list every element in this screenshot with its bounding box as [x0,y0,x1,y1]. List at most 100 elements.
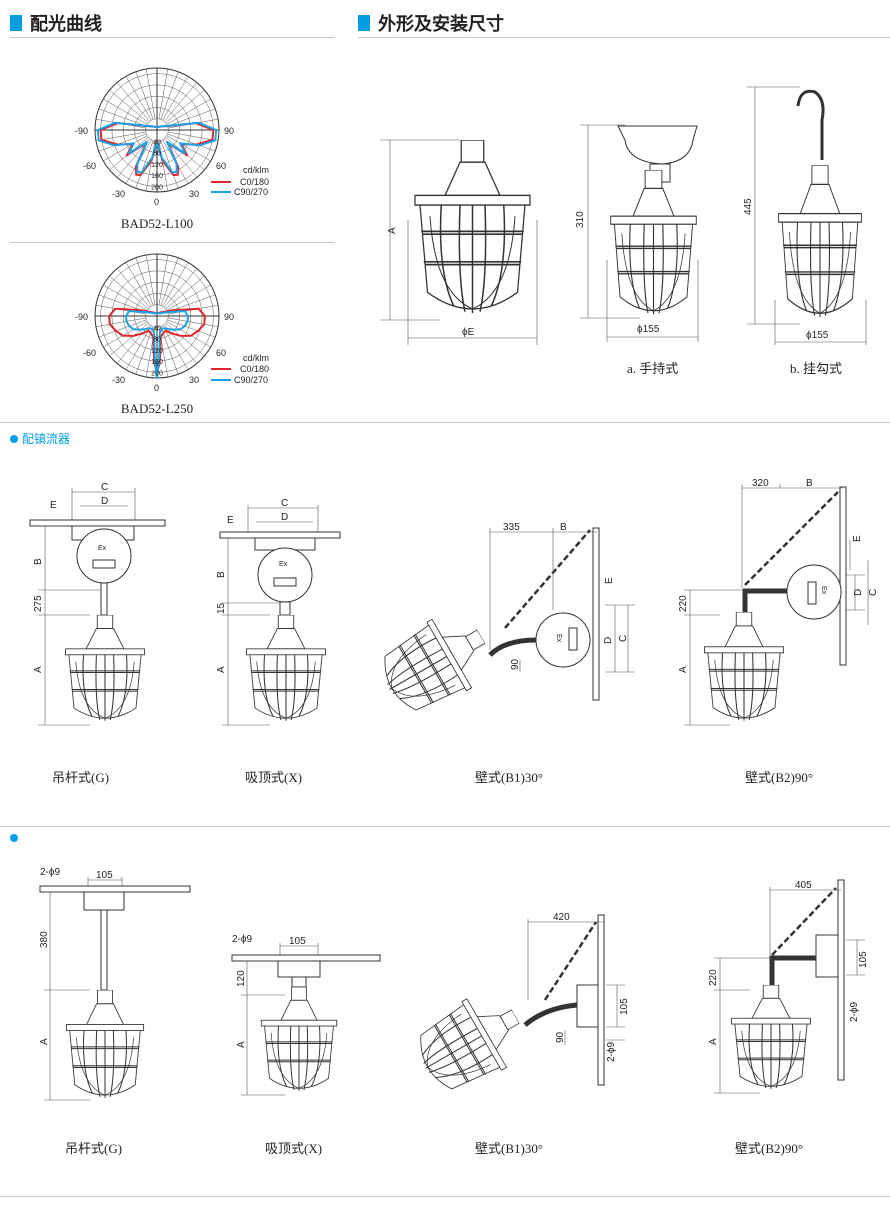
polar-spoke [160,140,179,189]
angle-label: 60 [216,348,226,358]
plain-ceiling-x: 2-ϕ9 105 120 A 吸顶式(X) [231,934,381,1156]
polar-spoke [145,141,156,192]
divider [0,826,890,827]
polar-spoke [145,254,156,305]
dim-a: A [387,227,398,234]
polar-spoke [158,141,169,192]
bullet-icon [10,834,18,842]
dim-c: C [868,589,879,596]
angle-label: 60 [216,161,226,171]
polar-spoke [162,76,189,121]
angle-label: 90 [224,126,234,136]
ex-mark: Ex [98,545,107,552]
bullet-icon [10,434,18,443]
angle-label: -60 [83,161,96,171]
series-curve-C90-270 [96,121,218,174]
ring-label: 40 [153,139,161,146]
polar-labels-1: -90 90 -60 60 -30 30 0 cd/klm C0/180 C90… [75,126,269,231]
polar-labels-2: -90 90 -60 60 -30 30 0 cd/klm C0/180 C90… [75,312,269,416]
ring-label: 200 [151,184,163,191]
angle-label: 0 [154,383,159,393]
dim-155: ϕ155 [806,330,829,341]
polar-spoke [103,321,148,348]
legend-label: C0/180 [240,177,269,187]
polar-spoke [116,82,150,122]
angle-label: 90 [224,312,234,322]
dim-105: 105 [289,936,306,947]
header-title: 外形及安装尺寸 [378,14,504,35]
dim-b: B [33,558,44,565]
header-light-curve: 配光曲线 [10,10,102,36]
series-curve-C90-270 [125,310,189,379]
polar-spoke [135,326,154,375]
polar-spoke [103,284,148,311]
header-marker-icon [358,15,370,31]
polar-spoke [168,317,219,328]
dim-120: 120 [236,970,247,987]
polar-spoke [158,254,169,305]
dim-c: C [101,482,108,493]
plain-wall-b2: 405 105 2-ϕ9 220 A 壁式(B2)90° [708,879,869,1156]
polar-spoke [103,135,148,162]
polar-spoke [125,262,152,307]
ballast-pendant-g: Ex C D E B 275 A 吊杆式(G) [29,482,166,785]
dim-d: D [101,496,108,507]
dim-310: 310 [575,211,586,228]
polar-spoke [145,68,156,119]
ex-mark: Ex [555,634,562,643]
dim-a: A [678,666,689,673]
outline-main-lamp: A ϕE [380,139,538,345]
dim-405: 405 [795,880,812,891]
ballast-section-title: 配镇流器 [10,430,70,447]
ex-mark: Ex [279,561,288,568]
dim-e: E [604,577,615,584]
dim-a: A [39,1038,50,1045]
polar-spoke [164,324,198,364]
dim-d: D [281,512,288,523]
dim-e: E [852,535,863,542]
dim-e: E [50,500,57,511]
polar-spoke [116,268,150,308]
angle-label: -60 [83,348,96,358]
polar-spoke [160,257,179,306]
caption: 壁式(B2)90° [735,1141,803,1156]
divider [0,1196,890,1197]
dim-b: B [560,522,567,533]
legend-label: C90/270 [234,187,268,197]
polar-spoke [166,135,211,162]
legend-unit: cd/klm [243,165,269,175]
dim-b: B [216,571,227,578]
polar-spoke [164,82,198,122]
dim-holes: 2-ϕ9 [849,1002,860,1022]
ring-label: 120 [151,162,163,169]
divider [0,422,890,423]
dim-b: B [806,478,813,489]
dim-holes: 2-ϕ9 [606,1042,617,1062]
header-dimensions: 外形及安装尺寸 [358,10,504,36]
ballast-wall-b2: Ex 320 B E D C 220 A 壁式(B2)90° [678,478,879,785]
angle-label: -30 [112,189,125,199]
polar-spoke [164,268,198,308]
plain-wall-b1: 420 105 90 2-ϕ9 壁式(B1)30° [405,912,630,1156]
polar-spoke [160,326,179,375]
dim-220: 220 [708,969,719,986]
dim-a: A [708,1038,719,1045]
dim-e: E [227,515,234,526]
header-underline [358,37,890,38]
polar-spoke [167,319,216,338]
polar-spoke [95,317,146,328]
dim-335: 335 [503,522,520,533]
chart-caption: BAD52-L250 [121,401,193,416]
dim-c: C [618,635,629,642]
polar-spoke [168,131,219,142]
polar-spoke [98,108,147,127]
dim-a: A [216,666,227,673]
dim-c: C [281,498,288,509]
caption: 壁式(B1)30° [475,1141,543,1156]
chart-caption: BAD52-L100 [121,216,193,231]
polar-spoke [166,284,211,311]
polar-spoke [135,71,154,120]
caption: 吊杆式(G) [52,770,109,785]
dim-320: 320 [752,478,769,489]
dim-380: 380 [39,931,50,948]
